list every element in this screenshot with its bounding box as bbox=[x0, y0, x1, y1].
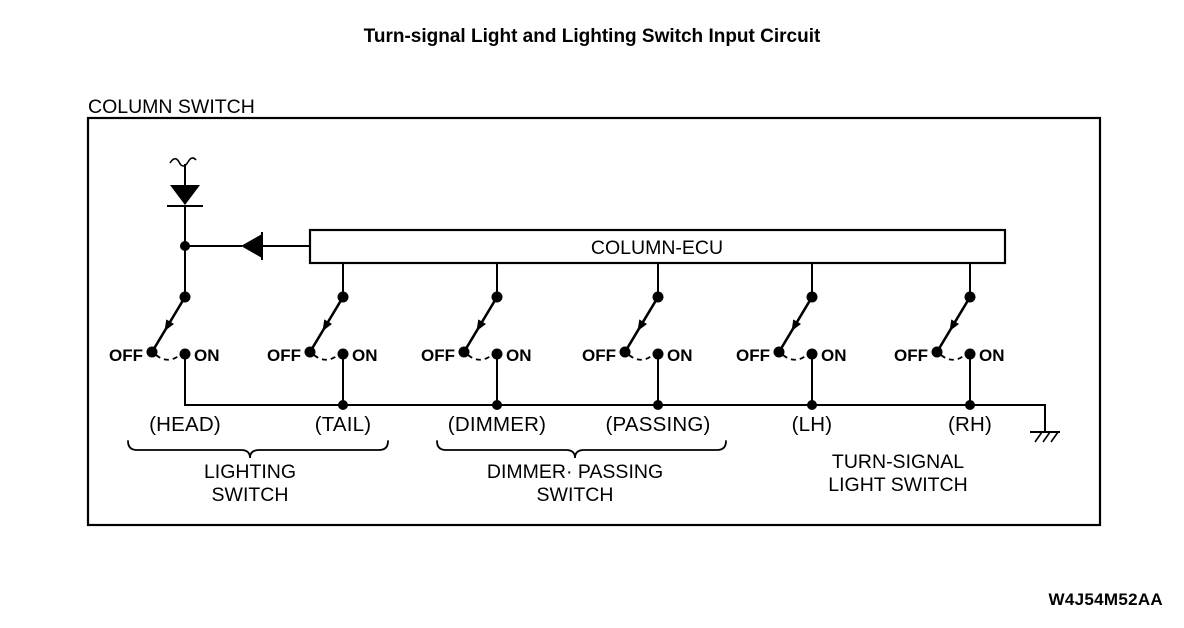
column-switch-enclosure bbox=[86, 116, 1102, 527]
supply-branch bbox=[167, 157, 203, 298]
terminal-label-tail: (TAIL) bbox=[315, 413, 372, 436]
switch-travel-arc bbox=[155, 353, 182, 361]
group-brace bbox=[436, 440, 727, 459]
off-label: OFF bbox=[267, 346, 301, 365]
column-ecu-block: COLUMN-ECU bbox=[308, 228, 1007, 265]
switch-travel-arc bbox=[782, 353, 809, 361]
switch-travel-arc bbox=[313, 353, 340, 361]
off-label: OFF bbox=[109, 346, 143, 365]
terminal-label-lh: (LH) bbox=[792, 413, 833, 436]
switch-travel-arc bbox=[628, 353, 655, 361]
switch-rh[interactable]: OFF ON bbox=[894, 262, 1005, 410]
ground-bus-wire bbox=[184, 404, 1046, 433]
off-contact-dot[interactable] bbox=[304, 346, 316, 358]
group-label-line1: LIGHTING bbox=[204, 461, 296, 483]
off-contact-dot[interactable] bbox=[773, 346, 785, 358]
series-diode-branch bbox=[184, 232, 311, 260]
on-label: ON bbox=[667, 346, 693, 365]
group-label-line2: SWITCH bbox=[212, 484, 289, 506]
group-label-line2: SWITCH bbox=[537, 484, 614, 506]
enclosure-label: COLUMN SWITCH bbox=[88, 96, 255, 118]
lever-arrowhead bbox=[476, 319, 487, 332]
off-label: OFF bbox=[736, 346, 770, 365]
diode-icon bbox=[241, 234, 262, 258]
switch-travel-arc bbox=[940, 353, 967, 361]
lever-arrowhead bbox=[637, 319, 648, 332]
on-label: ON bbox=[979, 346, 1005, 365]
wire-break-squiggle bbox=[169, 157, 197, 167]
group-brace bbox=[127, 440, 389, 459]
terminal-label-head: (HEAD) bbox=[149, 413, 221, 436]
switch-passing[interactable]: OFF ON bbox=[582, 262, 693, 410]
on-label: ON bbox=[506, 346, 532, 365]
off-contact-dot[interactable] bbox=[931, 346, 943, 358]
lever-arrowhead bbox=[164, 319, 175, 332]
terminal-label-dimmer: (DIMMER) bbox=[448, 413, 546, 436]
switch-tail[interactable]: OFF ON bbox=[267, 262, 378, 410]
switch-travel-arc bbox=[467, 353, 494, 361]
off-label: OFF bbox=[894, 346, 928, 365]
lever-arrowhead bbox=[949, 319, 960, 332]
ground-symbol bbox=[1034, 431, 1059, 443]
off-contact-dot[interactable] bbox=[619, 346, 631, 358]
on-label: ON bbox=[352, 346, 378, 365]
group-label-line1: TURN-SIGNAL bbox=[832, 451, 964, 473]
off-label: OFF bbox=[582, 346, 616, 365]
on-label: ON bbox=[194, 346, 220, 365]
ground-bus bbox=[184, 404, 1060, 443]
column-ecu-label: COLUMN-ECU bbox=[591, 237, 723, 259]
terminal-label-rh: (RH) bbox=[948, 413, 992, 436]
lever-arrowhead bbox=[322, 319, 333, 332]
off-contact-dot[interactable] bbox=[146, 346, 158, 358]
off-label: OFF bbox=[421, 346, 455, 365]
terminal-labels: (HEAD) (TAIL) (DIMMER) (PASSING) (LH) (RH) bbox=[149, 413, 992, 436]
zener-diode-icon bbox=[170, 185, 200, 205]
switch-bank: OFF ON OFF ON OFF ON OFF ON OFF ON OFF ON bbox=[109, 262, 1005, 410]
switch-lh[interactable]: OFF ON bbox=[736, 262, 847, 410]
page-title: Turn-signal Light and Lighting Switch In… bbox=[364, 26, 821, 47]
lever-arrowhead bbox=[791, 319, 802, 332]
off-contact-dot[interactable] bbox=[458, 346, 470, 358]
group-label-line2: LIGHT SWITCH bbox=[828, 474, 967, 496]
group-label-line1: DIMMER· PASSING bbox=[487, 461, 663, 483]
switch-head[interactable]: OFF ON bbox=[109, 291, 220, 406]
part-code: W4J54M52AA bbox=[1049, 590, 1164, 609]
switch-dimmer[interactable]: OFF ON bbox=[421, 262, 532, 410]
terminal-label-passing: (PASSING) bbox=[605, 413, 710, 436]
on-label: ON bbox=[821, 346, 847, 365]
